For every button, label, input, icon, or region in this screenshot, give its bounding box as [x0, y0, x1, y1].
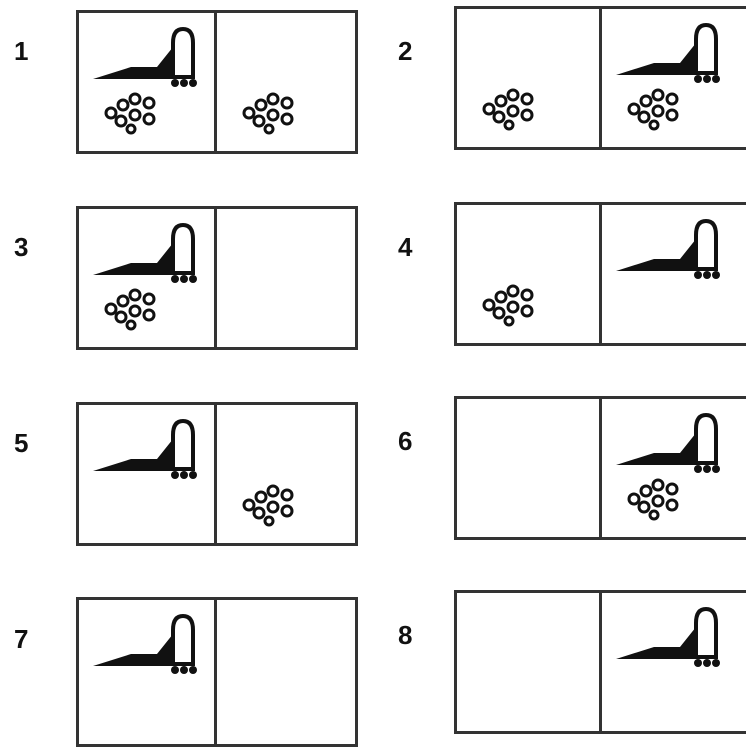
state-label-6: 6: [398, 426, 412, 457]
world-state-8: [454, 590, 746, 734]
left-square: [457, 593, 602, 731]
dirt-icon: [237, 483, 307, 527]
world-state-5: [76, 402, 358, 546]
vacuum-icon: [614, 601, 724, 667]
dirt-icon: [99, 91, 169, 135]
dirt-icon: [237, 91, 307, 135]
state-label-4: 4: [398, 232, 412, 263]
right-square: [602, 9, 746, 147]
right-square: [602, 399, 746, 537]
vacuum-icon: [91, 217, 201, 283]
vacuum-icon: [614, 213, 724, 279]
left-square: [457, 205, 602, 343]
dirt-icon: [622, 477, 692, 521]
right-square: [217, 600, 355, 744]
right-square: [217, 405, 355, 543]
vacuum-icon: [614, 17, 724, 83]
vacuum-icon: [91, 608, 201, 674]
right-square: [602, 205, 746, 343]
right-square: [602, 593, 746, 731]
left-square: [457, 399, 602, 537]
vacuum-icon: [91, 21, 201, 87]
world-state-4: [454, 202, 746, 346]
right-square: [217, 209, 355, 347]
dirt-icon: [477, 87, 547, 131]
world-state-3: [76, 206, 358, 350]
left-square: [79, 405, 217, 543]
state-label-5: 5: [14, 428, 28, 459]
state-label-7: 7: [14, 624, 28, 655]
left-square: [79, 209, 217, 347]
state-label-2: 2: [398, 36, 412, 67]
left-square: [457, 9, 602, 147]
world-state-1: [76, 10, 358, 154]
state-label-1: 1: [14, 36, 28, 67]
vacuum-icon: [91, 413, 201, 479]
world-state-2: [454, 6, 746, 150]
left-square: [79, 13, 217, 151]
world-state-7: [76, 597, 358, 747]
state-label-3: 3: [14, 232, 28, 263]
left-square: [79, 600, 217, 744]
dirt-icon: [99, 287, 169, 331]
vacuum-icon: [614, 407, 724, 473]
state-label-8: 8: [398, 620, 412, 651]
world-state-6: [454, 396, 746, 540]
dirt-icon: [477, 283, 547, 327]
dirt-icon: [622, 87, 692, 131]
right-square: [217, 13, 355, 151]
